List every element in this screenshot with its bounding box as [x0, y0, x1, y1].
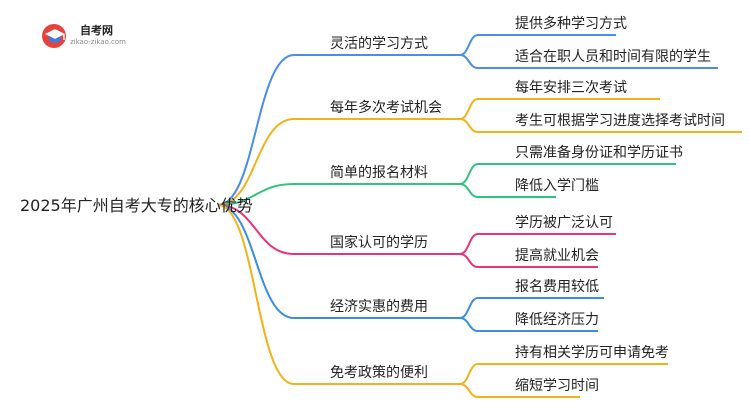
mind-map-links	[217, 34, 742, 398]
leaf-label: 每年安排三次考试	[515, 80, 627, 96]
leaf-connector	[459, 383, 580, 398]
mind-map-labels: 2025年广州自考大专的核心优势 灵活的学习方式 提供多种学习方式适合在职人员和时间…	[20, 15, 725, 394]
leaf-label: 提高就业机会	[515, 247, 599, 264]
leaf-label: 持有相关学历可申请免考	[515, 345, 669, 361]
leaf-connector	[459, 98, 660, 120]
leaf-connector	[459, 34, 616, 56]
leaf-connector	[459, 233, 616, 255]
leaf-label: 降低经济压力	[515, 312, 599, 328]
branch-connector	[217, 204, 295, 385]
leaf-connector	[459, 54, 718, 69]
leaf-connector	[459, 297, 604, 319]
leaf-label: 只需准备身份证和学历证书	[515, 144, 683, 161]
branch-connector	[217, 204, 295, 255]
branch-label: 每年多次考试机会	[330, 99, 442, 116]
logo-url: zikao-zikao.com	[70, 38, 126, 46]
branch-label: 灵活的学习方式	[330, 36, 428, 52]
logo: 自考网 zikao-zikao.com	[40, 22, 150, 50]
leaf-label: 缩短学习时间	[515, 378, 599, 394]
branch-label: 国家认可的学历	[330, 234, 428, 251]
leaf-connector	[459, 163, 676, 185]
branch-label: 经济实惠的费用	[330, 299, 428, 315]
branch-connector	[217, 183, 295, 206]
leaf-label: 考生可根据学习进度选择考试时间	[515, 113, 725, 129]
leaf-label: 报名费用较低	[515, 279, 599, 295]
leaf-connector	[459, 317, 598, 332]
branch-connector	[217, 204, 295, 319]
branch-label: 免考政策的便利	[330, 364, 428, 381]
leaf-label: 适合在职人员和时间有限的学生	[515, 49, 711, 65]
graduation-cap-icon	[42, 24, 66, 48]
branch-label: 简单的报名材料	[330, 164, 428, 181]
root-label: 2025年广州自考大专的核心优势	[20, 196, 253, 215]
branch-connector	[217, 54, 295, 206]
leaf-label: 提供多种学习方式	[515, 15, 627, 32]
leaf-connector	[459, 118, 742, 133]
leaf-connector	[459, 363, 668, 385]
branch-connector	[217, 118, 295, 206]
logo-name: 自考网	[80, 24, 113, 37]
leaf-connector	[459, 253, 598, 268]
leaf-connector	[459, 183, 556, 198]
leaf-label: 学历被广泛认可	[515, 215, 613, 231]
leaf-label: 降低入学门槛	[515, 178, 599, 194]
